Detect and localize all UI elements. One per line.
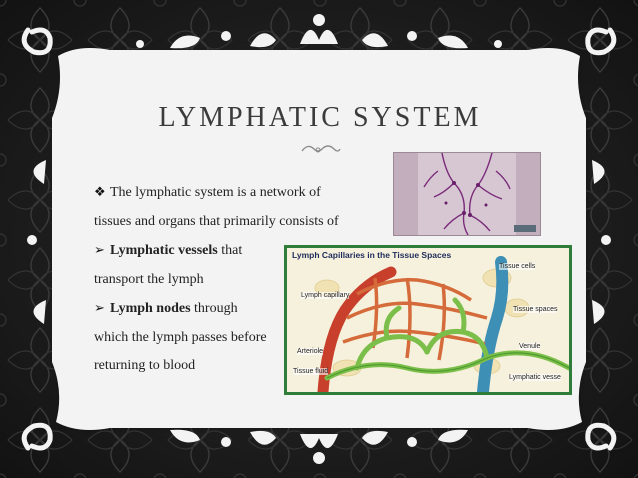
capillary-network-illustration (287, 248, 569, 392)
bullet-2-bold: Lymphatic vessels (110, 243, 218, 258)
slide-title: LYMPHATIC SYSTEM (158, 102, 482, 133)
label-venule: Venule (519, 343, 541, 350)
bullet-list: ❖ The lymphatic system is a network of ti… (94, 178, 374, 381)
bullet-3-bold: Lymph nodes (110, 301, 191, 316)
bullet-3: ➢ Lymph nodes through (94, 294, 374, 324)
label-tissue-spaces: Tissue spaces (513, 306, 558, 313)
arrowhead-bullet-icon: ➢ (94, 242, 105, 257)
label-lymph-capillary: Lymph capillary (301, 292, 350, 299)
bullet-2: ➢ Lymphatic vessels that (94, 236, 374, 266)
diagram-title: Lymph Capillaries in the Tissue Spaces (292, 250, 452, 260)
bullet-1-line-1: The lymphatic system is a network of (110, 185, 321, 200)
label-arteriole: Arteriole (297, 348, 324, 355)
bullet-2-continuation: transport the lymph (94, 271, 204, 287)
bullet-3-continuation-2: returning to blood (94, 358, 196, 373)
bullet-1-continuation: tissues and organs that primarily consis… (94, 213, 339, 229)
label-tissue-cells: Tissue cells (499, 263, 536, 270)
bullet-3-rest: through (190, 301, 238, 316)
label-lymphatic-vessel: Lymphatic vesse (509, 374, 561, 381)
diagram-canvas: Lymph Capillaries in the Tissue Spaces T… (287, 248, 569, 392)
bullet-3-continuation-1: which the lymph passes before (94, 329, 267, 345)
label-tissue-fluid: Tissue fluid (293, 368, 329, 375)
arrowhead-bullet-icon: ➢ (94, 300, 105, 315)
diamond-bullet-icon: ❖ (94, 184, 106, 199)
flourish-ornament (301, 145, 341, 153)
lymph-micrograph-image (393, 152, 541, 236)
bullet-1: ❖ The lymphatic system is a network of (94, 178, 374, 208)
bullet-2-rest: that (217, 243, 243, 258)
lymph-capillaries-diagram: Lymph Capillaries in the Tissue Spaces T… (284, 245, 572, 395)
